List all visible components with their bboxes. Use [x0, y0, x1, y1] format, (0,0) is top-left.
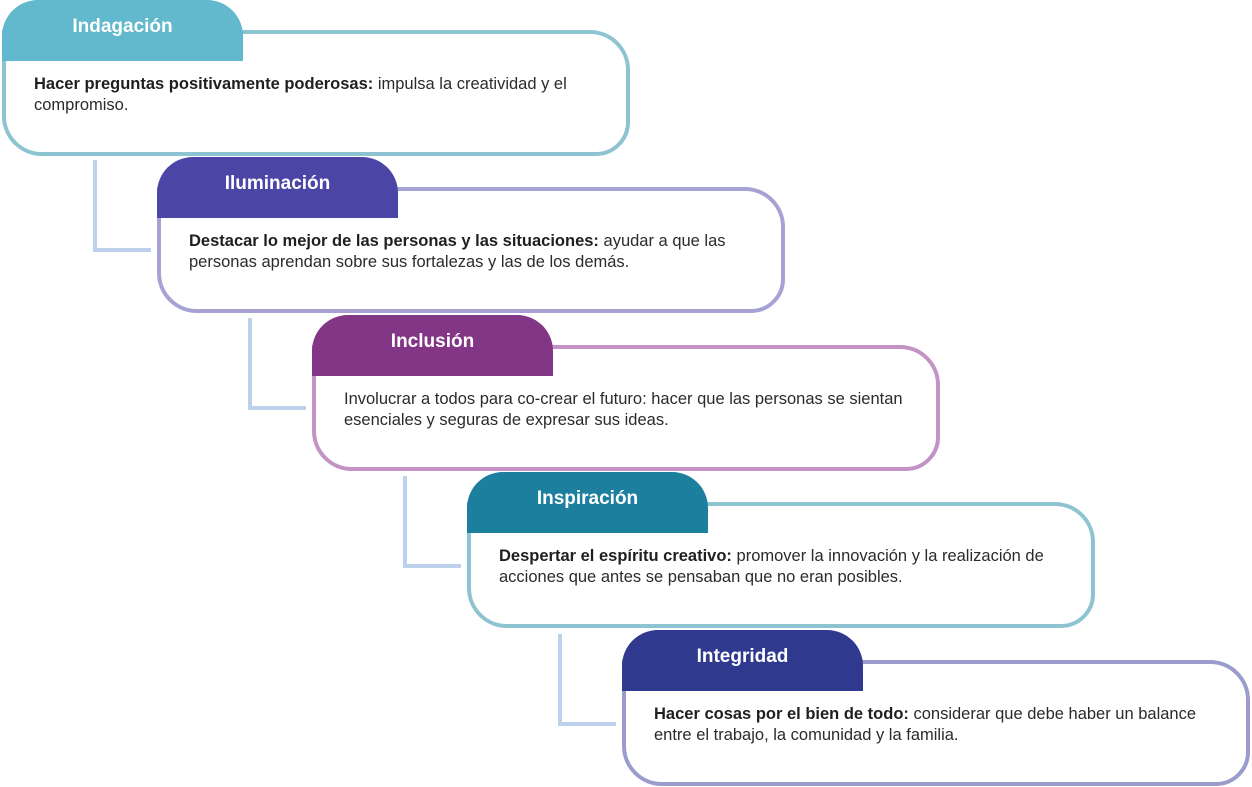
- step-tab: Inclusión: [312, 315, 553, 376]
- step-tab: Iluminación: [157, 157, 398, 218]
- step-description: Destacar lo mejor de las personas y las …: [189, 231, 769, 273]
- step-integridad: Integridad Hacer cosas por el bien de to…: [622, 630, 1250, 786]
- step-description-text: impulsa la creatividad y el compromiso.: [34, 75, 567, 114]
- step-description-bold: Despertar el espíritu creativo:: [499, 547, 732, 565]
- step-title: Indagación: [72, 16, 173, 37]
- step-description-text: ayudar a que las personas aprendan sobre…: [189, 232, 726, 271]
- step-tab: Inspiración: [467, 472, 708, 533]
- step-inspiracion: Inspiración Despertar el espíritu creati…: [467, 472, 1095, 628]
- step-title: Inclusión: [390, 331, 475, 352]
- connector-line-4: [558, 634, 616, 726]
- step-indagacion: Indagación Hacer preguntas positivamente…: [2, 0, 630, 156]
- step-tab: Indagación: [2, 0, 243, 61]
- step-description: Hacer preguntas positivamente poderosas:…: [34, 74, 614, 116]
- step-iluminacion: Iluminación Destacar lo mejor de las per…: [157, 157, 785, 313]
- step-description-text: promover la innovación y la realización …: [499, 547, 1044, 586]
- connector-line-1: [93, 160, 151, 252]
- step-description-bold: Destacar lo mejor de las personas y las …: [189, 232, 599, 250]
- step-description: Despertar el espíritu creativo: promover…: [499, 546, 1079, 588]
- step-inclusion: Inclusión Involucrar a todos para co-cre…: [312, 315, 940, 471]
- connector-line-3: [403, 476, 461, 568]
- step-description-text: considerar que debe haber un balance ent…: [654, 705, 1197, 744]
- step-description-bold: Hacer preguntas positivamente poderosas:: [34, 75, 374, 93]
- step-title: Inspiración: [536, 488, 639, 509]
- connector-line-2: [248, 318, 306, 410]
- step-description-text: Involucrar a todos para co-crear el futu…: [344, 390, 903, 429]
- step-description-bold: Hacer cosas por el bien de todo:: [654, 705, 909, 723]
- step-tab: Integridad: [622, 630, 863, 691]
- step-description: Involucrar a todos para co-crear el futu…: [344, 389, 924, 431]
- step-title: Integridad: [696, 646, 789, 667]
- step-description: Hacer cosas por el bien de todo: conside…: [654, 704, 1234, 746]
- step-title: Iluminación: [224, 173, 331, 194]
